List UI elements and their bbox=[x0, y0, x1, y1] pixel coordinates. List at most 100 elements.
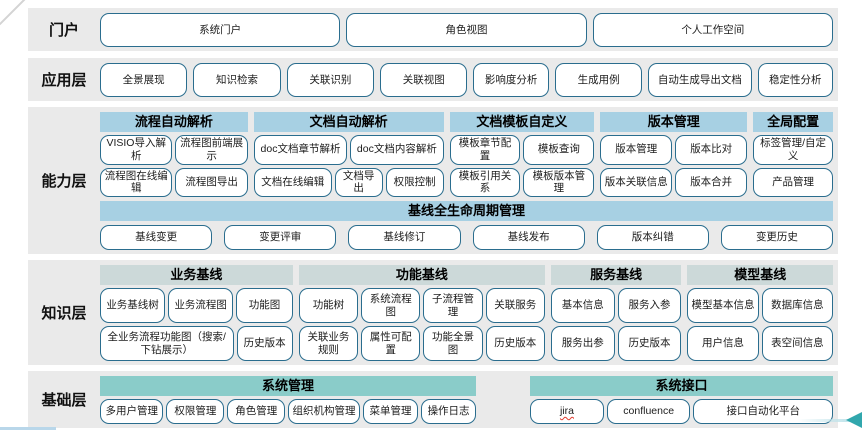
base-button[interactable]: 操作日志 bbox=[421, 399, 477, 424]
knowledge-button[interactable]: 关联服务 bbox=[485, 288, 545, 323]
application-button[interactable]: 自动生成导出文档 bbox=[648, 63, 752, 97]
capability-button[interactable]: 模板版本管理 bbox=[523, 167, 595, 197]
knowledge-button[interactable]: 功能全景图 bbox=[423, 326, 483, 361]
capability-button[interactable]: 流程图导出 bbox=[175, 167, 248, 197]
portal-button[interactable]: 系统门户 bbox=[100, 13, 341, 47]
layer-band-knowledge: 知识层业务基线业务基线树业务流程图功能图全业务流程功能图（搜索/下钻展示）历史版… bbox=[28, 260, 838, 365]
baseline-button[interactable]: 基线发布 bbox=[472, 225, 585, 250]
capability-button-label: 文档导出 bbox=[342, 169, 375, 195]
application-button-row: 全景展现 知识检索关联识别 关联视图 影响度分析生成用例自动生成导出文档 稳定性分析 bbox=[100, 63, 833, 97]
baseline-button[interactable]: 变更历史 bbox=[720, 225, 834, 250]
baseline-button-label: 变更评审 bbox=[259, 231, 302, 244]
knowledge-button-label: 历史版本 bbox=[494, 337, 537, 350]
knowledge-button[interactable]: 历史版本 bbox=[617, 326, 682, 361]
knowledge-button[interactable]: 业务基线树 bbox=[100, 288, 166, 323]
group-button-row: 多用户管理权限管理角色管理组织机构管理菜单管理操作日志 bbox=[100, 399, 477, 424]
capability-button[interactable]: 标签管理/自定义 bbox=[753, 135, 834, 165]
capability-button[interactable]: doc文档章节解析 bbox=[253, 135, 348, 165]
knowledge-button[interactable]: 属性可配置 bbox=[361, 326, 421, 361]
group-button-row: 流程图在线编辑流程图导出 bbox=[100, 167, 248, 197]
application-button[interactable]: 全景展现 bbox=[100, 63, 188, 97]
layer-content-application: 全景展现 知识检索关联识别 关联视图 影响度分析生成用例自动生成导出文档 稳定性分析 bbox=[100, 58, 838, 101]
capability-button-label: 文档在线编辑 bbox=[261, 175, 325, 188]
capability-button-label: 流程图在线编辑 bbox=[104, 169, 168, 195]
knowledge-button[interactable]: 数据库信息 bbox=[761, 288, 834, 323]
capability-button[interactable]: doc文档内容解析 bbox=[350, 135, 444, 165]
base-button[interactable]: 组织机构管理 bbox=[288, 399, 360, 424]
layer-label-application: 应用层 bbox=[41, 72, 87, 89]
group-title: 文档模板自定义 bbox=[449, 112, 595, 132]
knowledge-button[interactable]: 模型基本信息 bbox=[687, 288, 759, 323]
baseline-button[interactable]: 版本纠错 bbox=[596, 225, 709, 250]
portal-button-label: 角色视图 bbox=[445, 23, 488, 36]
capability-button[interactable]: 流程图在线编辑 bbox=[100, 167, 173, 197]
portal-button[interactable]: 角色视图 bbox=[346, 13, 587, 47]
base-button[interactable]: jira bbox=[530, 399, 604, 424]
application-button[interactable]: 影响度分析 bbox=[473, 63, 549, 97]
capability-button[interactable]: 版本关联信息 bbox=[600, 167, 673, 197]
knowledge-button[interactable]: 系统流程图 bbox=[361, 288, 421, 323]
knowledge-button[interactable]: 服务入参 bbox=[617, 288, 682, 323]
baseline-button-label: 版本纠错 bbox=[631, 231, 674, 244]
base-button-label: 组织机构管理 bbox=[292, 405, 356, 418]
capability-button[interactable]: 版本管理 bbox=[600, 135, 673, 165]
knowledge-button[interactable]: 关联业务规则 bbox=[298, 326, 359, 361]
knowledge-button[interactable]: 服务出参 bbox=[550, 326, 615, 361]
capability-group: 全局配置标签管理/自定义产品管理 bbox=[753, 112, 834, 197]
application-button-label: 全景展现 bbox=[122, 73, 165, 86]
base-button[interactable]: 权限管理 bbox=[166, 399, 225, 424]
knowledge-button[interactable]: 子流程管理 bbox=[423, 288, 483, 323]
application-button[interactable]: 稳定性分析 bbox=[757, 63, 833, 97]
capability-button[interactable]: VISIO导入解析 bbox=[100, 135, 173, 165]
baseline-button[interactable]: 变更评审 bbox=[224, 225, 337, 250]
baseline-button-label: 变更历史 bbox=[755, 231, 798, 244]
capability-button[interactable]: 版本比对 bbox=[675, 135, 748, 165]
knowledge-button[interactable]: 历史版本 bbox=[485, 326, 545, 361]
capability-button[interactable]: 模板章节配置 bbox=[449, 135, 521, 165]
capability-button[interactable]: 模板引用关系 bbox=[449, 167, 521, 197]
capability-button[interactable]: 版本合并 bbox=[675, 167, 748, 197]
application-button-label: 关联视图 bbox=[402, 73, 445, 86]
application-button[interactable]: 生成用例 bbox=[554, 63, 643, 97]
group-title: 模型基线 bbox=[687, 265, 833, 285]
application-button[interactable]: 知识检索 bbox=[193, 63, 281, 97]
layer-label-portal: 门户 bbox=[48, 22, 79, 39]
portal-button[interactable]: 个人工作空间 bbox=[592, 13, 833, 47]
capability-button[interactable]: 权限控制 bbox=[385, 167, 444, 197]
knowledge-button[interactable]: 基本信息 bbox=[550, 288, 615, 323]
knowledge-button[interactable]: 业务流程图 bbox=[168, 288, 234, 323]
capability-button-label: 版本合并 bbox=[690, 175, 733, 188]
base-button[interactable]: 角色管理 bbox=[227, 399, 286, 424]
base-button[interactable]: confluence bbox=[606, 399, 691, 424]
application-button-label: 稳定性分析 bbox=[768, 73, 822, 86]
knowledge-button[interactable]: 表空间信息 bbox=[761, 326, 834, 361]
base-button[interactable]: 菜单管理 bbox=[362, 399, 419, 424]
base-button-label: 多用户管理 bbox=[105, 405, 158, 418]
layer-content-portal: 系统门户 角色视图 个人工作空间 bbox=[100, 8, 838, 51]
capability-button[interactable]: 模板查询 bbox=[523, 135, 595, 165]
group-button-row: 文档在线编辑 文档导出权限控制 bbox=[253, 167, 444, 197]
knowledge-button-label: 功能图 bbox=[248, 299, 281, 312]
baseline-button[interactable]: 基线修订 bbox=[348, 225, 461, 250]
knowledge-groups: 业务基线业务基线树业务流程图功能图全业务流程功能图（搜索/下钻展示）历史版本功能… bbox=[100, 265, 834, 361]
knowledge-button[interactable]: 历史版本 bbox=[236, 326, 293, 361]
bottom-edge-decoration bbox=[0, 427, 56, 430]
base-button[interactable]: 多用户管理 bbox=[100, 399, 164, 424]
application-button[interactable]: 关联识别 bbox=[286, 63, 375, 97]
capability-button[interactable]: 流程图前端展示 bbox=[175, 135, 248, 165]
group-title: 功能基线 bbox=[298, 265, 545, 285]
knowledge-button[interactable]: 功能树 bbox=[298, 288, 359, 323]
group-title: 版本管理 bbox=[600, 112, 748, 132]
capability-button[interactable]: 文档导出 bbox=[334, 167, 383, 197]
application-button[interactable]: 关联视图 bbox=[380, 63, 468, 97]
knowledge-group: 功能基线功能树系统流程图子流程管理关联服务关联业务规则属性可配置功能全景图历史版… bbox=[298, 265, 545, 361]
capability-button[interactable]: 文档在线编辑 bbox=[253, 167, 332, 197]
baseline-button[interactable]: 基线变更 bbox=[100, 225, 213, 250]
knowledge-button[interactable]: 全业务流程功能图（搜索/下钻展示） bbox=[100, 326, 234, 361]
portal-button-row: 系统门户 角色视图 个人工作空间 bbox=[100, 13, 833, 47]
baseline-button-label: 基线修订 bbox=[383, 231, 426, 244]
knowledge-button[interactable]: 功能图 bbox=[236, 288, 293, 323]
capability-button[interactable]: 产品管理 bbox=[753, 167, 834, 197]
knowledge-button[interactable]: 用户信息 bbox=[687, 326, 759, 361]
